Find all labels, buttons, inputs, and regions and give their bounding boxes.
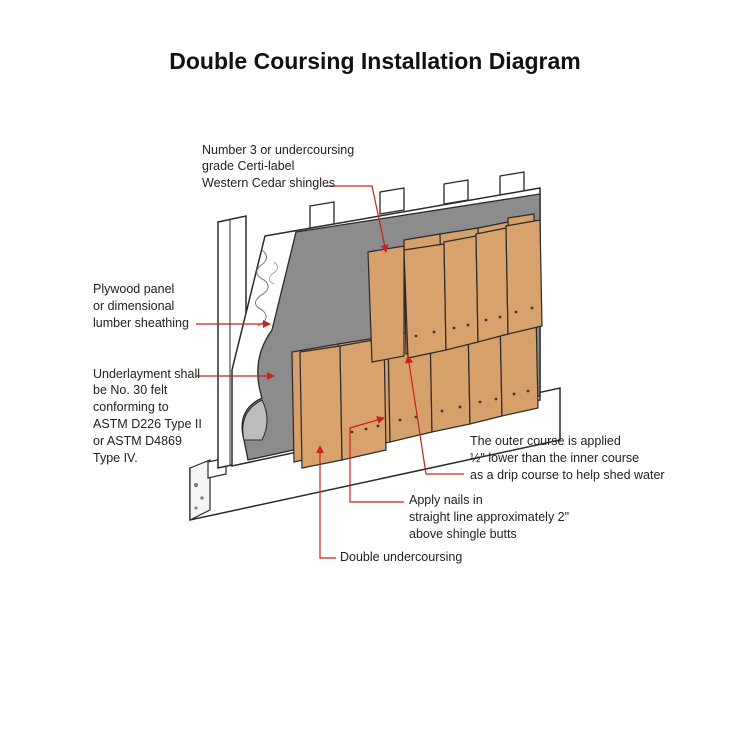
diagram-title: Double Coursing Installation Diagram <box>169 48 581 74</box>
label-underlayment: Underlayment shall be No. 30 felt confor… <box>93 367 205 465</box>
label-sheathing: Plywood panel or dimensional lumber shea… <box>93 282 189 330</box>
label-nails: Apply nails in straight line approximate… <box>409 493 573 541</box>
leader-nails <box>349 416 404 503</box>
leader-outer-course <box>405 355 464 475</box>
leader-shingles <box>326 185 389 253</box>
rafter-tails <box>309 171 525 229</box>
lower-outer-course-shingles <box>299 337 530 469</box>
label-shingles: Number 3 or undercoursing grade Certi-la… <box>202 143 358 190</box>
upper-outer-course-shingles <box>403 219 543 359</box>
label-double-undercoursing: Double undercoursing <box>340 550 462 564</box>
label-outer-course: The outer course is applied ½" lower tha… <box>470 434 665 482</box>
nail-row-upper <box>414 306 534 338</box>
leader-lines <box>196 185 464 559</box>
leader-double-undercoursing <box>316 445 336 559</box>
